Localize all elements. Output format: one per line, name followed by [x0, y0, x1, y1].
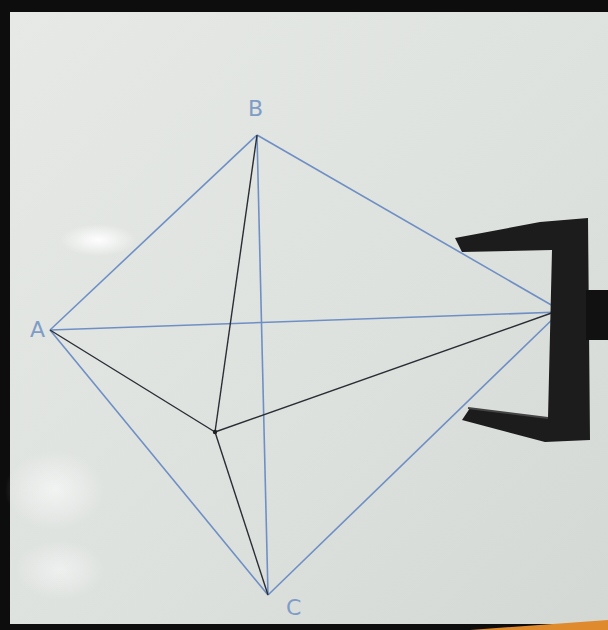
whiteboard: [10, 12, 608, 624]
blue-lines: [50, 135, 560, 595]
point-label: B: [248, 98, 263, 120]
binder-clip: [455, 218, 608, 442]
point-label: A: [30, 319, 45, 341]
glare: [5, 450, 105, 530]
point-label: C: [286, 597, 301, 619]
glare: [15, 540, 105, 600]
point: [213, 430, 217, 434]
black-lines: [50, 135, 560, 595]
photo-edge: [470, 620, 608, 630]
glare: [60, 224, 136, 256]
